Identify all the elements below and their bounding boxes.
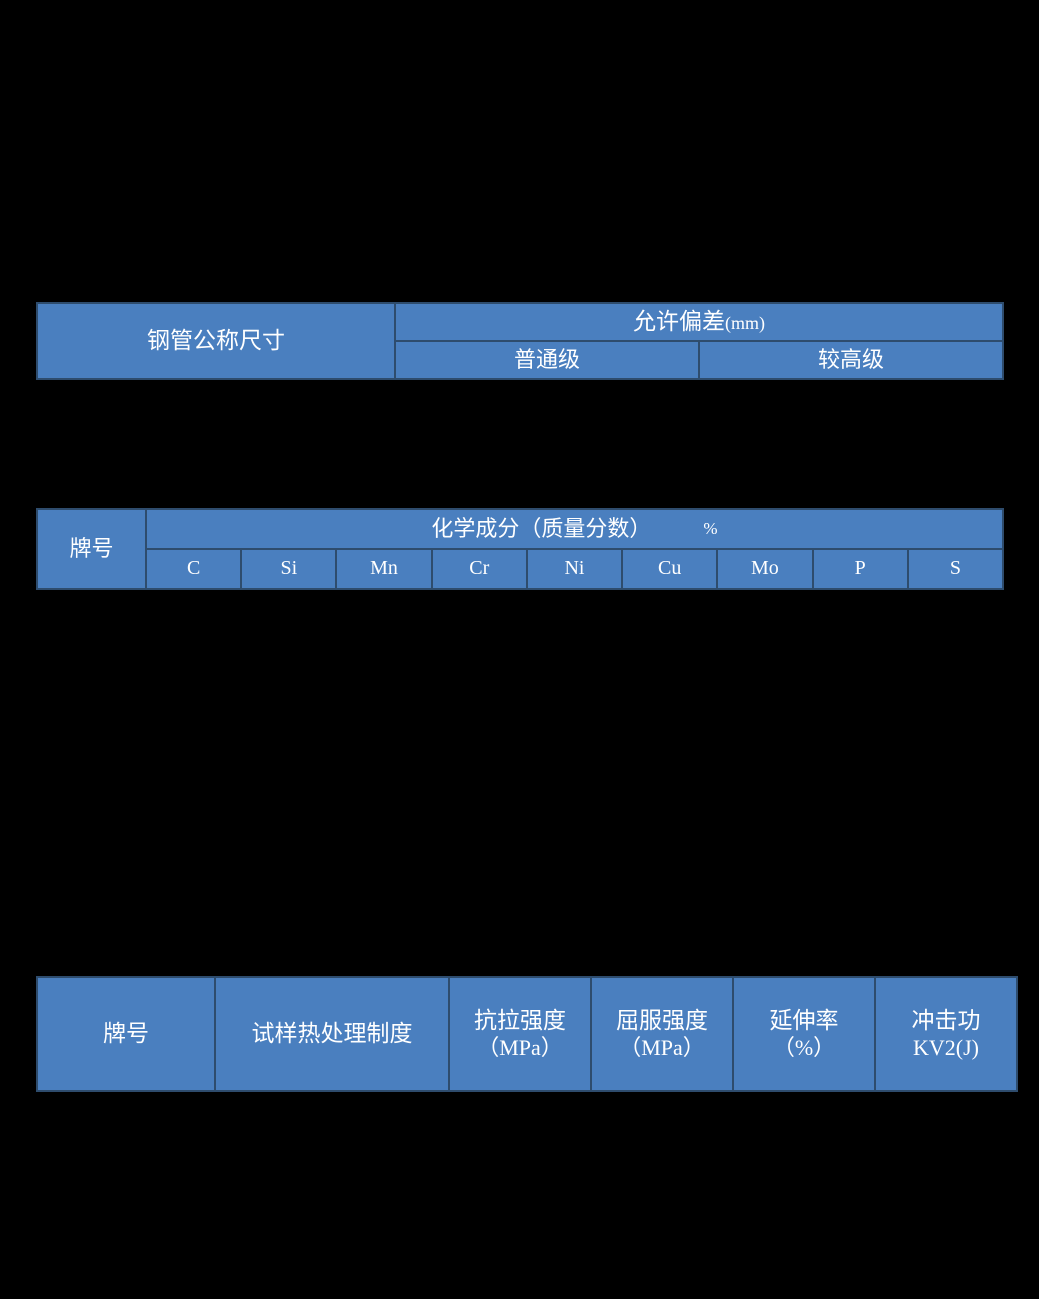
chemical-composition-table: 牌号 化学成分（质量分数）% C Si Mn Cr Ni Cu Mo P S: [36, 508, 1005, 590]
cell-brand-header: 牌号: [36, 976, 216, 1092]
tensile-strength-unit: （MPa）: [477, 1034, 563, 1060]
cell-composition-header: 化学成分（质量分数）%: [145, 508, 1004, 550]
table-row: 普通级 较高级: [37, 340, 1004, 380]
cell-brand-header: 牌号: [36, 508, 147, 590]
table-row: 钢管公称尺寸 允许偏差(mm): [36, 302, 1004, 380]
cell-element-mo: Mo: [716, 548, 814, 590]
cell-yield-strength-header: 屈服强度 （MPa）: [590, 976, 734, 1092]
cell-element-s: S: [906, 548, 1005, 590]
deviation-label: 允许偏差: [633, 309, 725, 335]
mechanical-properties-table: 牌号 试样热处理制度 抗拉强度 （MPa） 屈服强度 （MPa） 延伸率 （%）…: [36, 976, 1018, 1092]
deviation-unit: (mm): [725, 313, 765, 334]
composition-unit: %: [703, 519, 718, 539]
yield-strength-label: 屈服强度: [616, 1008, 708, 1034]
brand-label: 牌号: [103, 1021, 149, 1047]
heat-treatment-label: 试样热处理制度: [251, 1021, 413, 1047]
cell-elongation-header: 延伸率 （%）: [732, 976, 876, 1092]
table-row: 牌号 试样热处理制度 抗拉强度 （MPa） 屈服强度 （MPa） 延伸率 （%）…: [36, 976, 1018, 1092]
cell-element-p: P: [811, 548, 909, 590]
tolerance-table: 钢管公称尺寸 允许偏差(mm) 普通级 较高级: [36, 302, 1004, 380]
cell-element-ni: Ni: [525, 548, 624, 590]
impact-energy-label: 冲击功: [911, 1008, 981, 1034]
cell-heat-treatment-header: 试样热处理制度: [214, 976, 450, 1092]
impact-energy-unit: KV2(J): [913, 1034, 979, 1060]
cell-allowable-deviation-header: 允许偏差(mm): [394, 302, 1004, 342]
cell-element-mn: Mn: [335, 548, 433, 590]
cell-element-c: C: [144, 548, 243, 590]
cell-element-cu: Cu: [621, 548, 719, 590]
cell-tensile-strength-header: 抗拉强度 （MPa）: [448, 976, 592, 1092]
composition-label: 化学成分（质量分数）: [431, 516, 652, 542]
cell-nominal-size-header: 钢管公称尺寸: [36, 302, 396, 380]
tensile-strength-label: 抗拉强度: [474, 1008, 566, 1034]
cell-element-si: Si: [240, 548, 338, 590]
cell-grade-higher: 较高级: [698, 340, 1004, 380]
cell-grade-ordinary: 普通级: [394, 340, 700, 380]
cell-element-cr: Cr: [430, 548, 528, 590]
table-row: C Si Mn Cr Ni Cu Mo P S: [37, 548, 1005, 590]
elongation-unit: （%）: [772, 1034, 836, 1060]
cell-impact-energy-header: 冲击功 KV2(J): [874, 976, 1018, 1092]
table-row: 牌号 化学成分（质量分数）%: [36, 508, 1004, 590]
elongation-label: 延伸率: [769, 1008, 839, 1034]
yield-strength-unit: （MPa）: [619, 1034, 705, 1060]
